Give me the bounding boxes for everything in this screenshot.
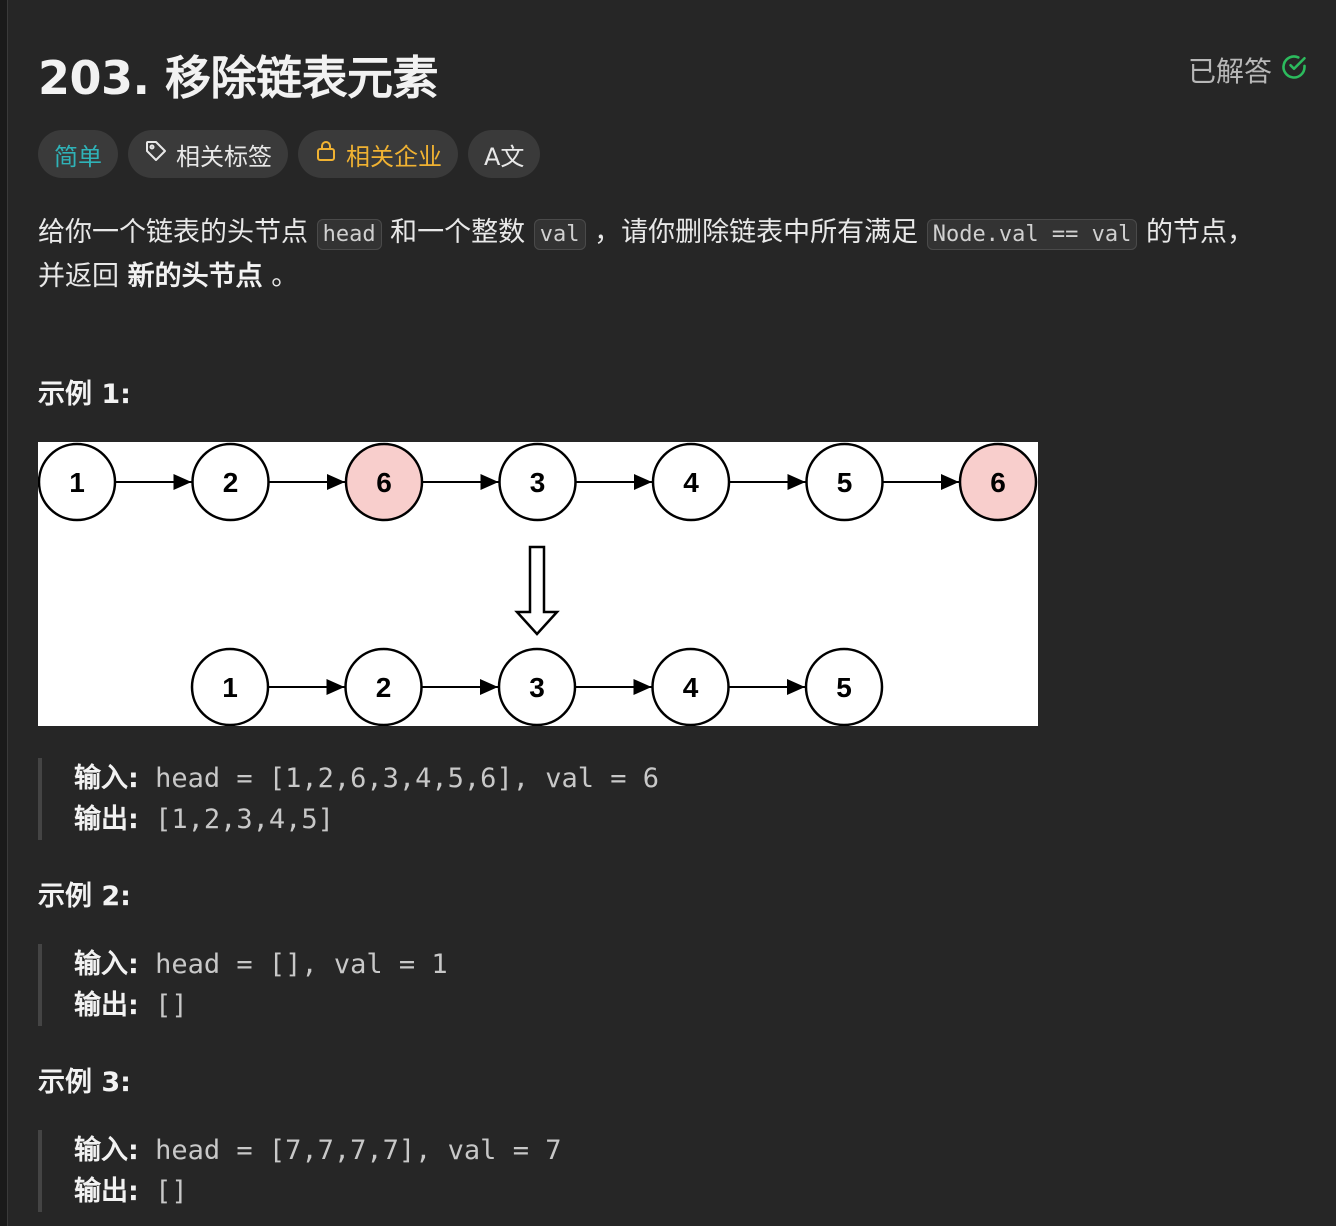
top-row-node xyxy=(958,442,1038,522)
bottom-row-node xyxy=(804,647,884,727)
example-2-output: 输出: [] xyxy=(74,985,1274,1026)
title-row: 203. 移除链表元素 已解答 xyxy=(38,42,1308,105)
statement-text: 。 xyxy=(271,261,299,292)
example-2-title: 示例 2: xyxy=(38,881,131,912)
top-row-node-label: 4 xyxy=(683,467,699,498)
topics-label: 相关标签 xyxy=(176,142,272,171)
example-1-input: 输入: head = [1,2,6,3,4,5,6], val = 6 xyxy=(74,758,1274,799)
linked-list-diagram: 1 2 6 3 4 5 6 1 2 3 4 5 xyxy=(37,442,1038,727)
output-value: [1,2,3,4,5] xyxy=(155,804,334,835)
statement-text: 给你一个链表的头节点 xyxy=(38,217,308,248)
top-row-node-label: 5 xyxy=(837,467,853,498)
top-row-node-label: 1 xyxy=(69,467,85,498)
translate-icon: A文 xyxy=(484,142,525,171)
down-arrow xyxy=(514,545,560,636)
tag-icon xyxy=(144,139,168,169)
statement-bold: 新的头节点 xyxy=(127,261,263,292)
input-value: head = [1,2,6,3,4,5,6], val = 6 xyxy=(155,763,659,794)
bottom-row-node-label: 2 xyxy=(376,672,392,703)
companies-tag-button[interactable]: 相关企业 xyxy=(298,130,458,178)
example-2-input: 输入: head = [], val = 1 xyxy=(74,944,1274,985)
statement-text: 并返回 xyxy=(38,261,119,292)
input-value: head = [7,7,7,7], val = 7 xyxy=(155,1135,562,1166)
code-head: head xyxy=(316,219,382,250)
statement-text: ，请你删除链表中所有满足 xyxy=(594,217,919,248)
example-1-title: 示例 1: xyxy=(38,379,131,410)
tag-bar: 简单 相关标签 相关企业 A文 xyxy=(38,130,541,178)
problem-statement: 给你一个链表的头节点 head 和一个整数 val ，请你删除链表中所有满足 N… xyxy=(38,212,1308,298)
statement-text: 和一个整数 xyxy=(390,217,526,248)
diagram-svg: 1 2 6 3 4 5 6 1 2 3 4 5 xyxy=(37,442,1038,727)
input-label: 输入: xyxy=(74,949,139,980)
top-row-node-label: 6 xyxy=(376,467,392,498)
top-row-node-label: 6 xyxy=(990,467,1006,498)
output-label: 输出: xyxy=(74,1176,139,1207)
bottom-row-node-label: 5 xyxy=(836,672,852,703)
example-1-block: 输入: head = [1,2,6,3,4,5,6], val = 6 输出: … xyxy=(38,758,1274,840)
example-3-block: 输入: head = [7,7,7,7], val = 7 输出: [] xyxy=(38,1130,1274,1212)
input-label: 输入: xyxy=(74,763,139,794)
output-value: [] xyxy=(155,1176,188,1207)
bottom-row-node-label: 1 xyxy=(222,672,238,703)
companies-label: 相关企业 xyxy=(346,142,442,171)
solved-label: 已解答 xyxy=(1187,55,1272,88)
solved-status: 已解答 xyxy=(1188,50,1308,90)
top-row-node-label: 2 xyxy=(223,467,239,498)
example-3-output: 输出: [] xyxy=(74,1171,1274,1212)
statement-text: 的节点， xyxy=(1145,217,1254,248)
top-row-node-label: 3 xyxy=(530,467,546,498)
bottom-row-node-label: 3 xyxy=(529,672,545,703)
example-3-title: 示例 3: xyxy=(38,1067,131,1098)
output-value: [] xyxy=(155,990,188,1021)
bottom-row-node-label: 4 xyxy=(683,672,699,703)
input-label: 输入: xyxy=(74,1135,139,1166)
lock-icon xyxy=(314,139,338,169)
input-value: head = [], val = 1 xyxy=(155,949,448,980)
code-condition: Node.val == val xyxy=(926,219,1138,250)
example-3-input: 输入: head = [7,7,7,7], val = 7 xyxy=(74,1130,1274,1171)
example-2-block: 输入: head = [], val = 1 输出: [] xyxy=(38,944,1274,1026)
left-panel-border xyxy=(0,0,8,1226)
check-circle-icon xyxy=(1280,53,1308,88)
output-label: 输出: xyxy=(74,990,139,1021)
difficulty-badge[interactable]: 简单 xyxy=(38,130,118,178)
output-label: 输出: xyxy=(74,804,139,835)
problem-title[interactable]: 203. 移除链表元素 xyxy=(38,51,439,105)
example-1-output: 输出: [1,2,3,4,5] xyxy=(74,799,1274,840)
topics-tag-button[interactable]: 相关标签 xyxy=(128,130,288,178)
difficulty-label: 简单 xyxy=(54,142,102,171)
translate-button[interactable]: A文 xyxy=(468,130,541,178)
code-val: val xyxy=(533,219,586,250)
